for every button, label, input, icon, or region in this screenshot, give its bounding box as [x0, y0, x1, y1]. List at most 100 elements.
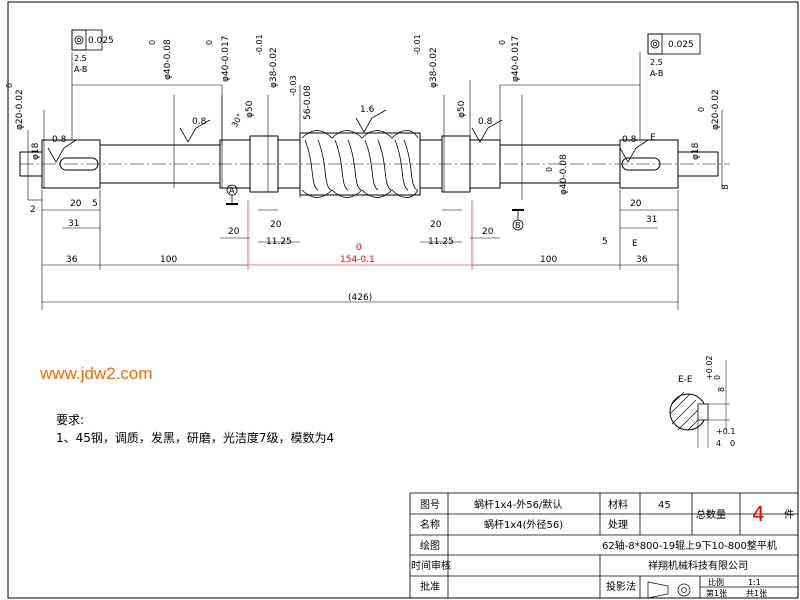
tolerance-frame-left: 0.025 2.5 A-B: [71, 29, 114, 74]
worm-shaft: [19, 132, 719, 196]
dim-20-right-b: 20: [482, 227, 494, 237]
dim-11-25-left: 11.25: [266, 237, 292, 247]
tb-name: 蜗杆1x4(外径56): [484, 518, 563, 531]
d38-left: φ38-0.02: [269, 47, 279, 88]
tb-drawing-no: 蜗杆1x4-外56/默认: [474, 498, 562, 511]
datum-b-label: B: [515, 221, 521, 230]
dim-5-right: 5: [602, 237, 608, 247]
tb-scale-label: 比例: [708, 577, 724, 587]
tb-process-label: 处理: [608, 519, 628, 531]
length-labels: 2 31 20 5 20 20 11.25 20 11.25 20 5 20 3…: [30, 133, 657, 303]
dim-100-left: 100: [160, 255, 177, 265]
section-dim-top: 8: [717, 387, 726, 392]
d38-right: φ38-0.02: [429, 47, 439, 88]
tolerance-left-datum: A-B: [74, 65, 87, 74]
tb-sheet: 第1张: [706, 588, 727, 598]
d20-right: φ20-0.02: [711, 89, 721, 130]
tb-scale: 1:1: [748, 578, 761, 587]
dim-154: 154-0.1: [340, 255, 375, 265]
title-block: [409, 492, 799, 599]
dim-36-left: 36: [66, 255, 78, 265]
projection-symbol-icon: [647, 581, 691, 599]
d38-left-upper: -0.01: [255, 34, 264, 55]
tb-name-label: 名称: [420, 518, 440, 531]
roughness-right-end: 0.8: [622, 135, 637, 145]
roughness-left-bearing: 0.8: [192, 117, 207, 127]
tb-draw-label: 绘图: [420, 539, 440, 552]
d40-left-017-upper: 0: [205, 40, 214, 45]
roughness-thread: 1.6: [360, 105, 375, 115]
dim-20-right-a: 20: [430, 220, 442, 230]
dim-426: (426): [348, 293, 372, 303]
tolerance-right-sub: 2.5: [650, 58, 663, 67]
tb-qty-label: 总数量: [696, 508, 726, 521]
datum-markers: [226, 184, 524, 231]
d40-left-017: φ40-0.017: [221, 36, 231, 82]
d40-right-017: φ40-0.017: [511, 36, 521, 82]
section-e-e: E-E 8 +0.02 0 4 0 +0.1: [669, 355, 735, 448]
tb-material-label: 材料: [608, 498, 628, 511]
section-dim-bottom: 4: [716, 439, 721, 448]
tolerance-left-sub: 2.5: [74, 54, 87, 63]
notes-line-1: 1、45钢，调质，发黑，研磨，光洁度7级，模数为4: [56, 430, 334, 445]
roughness-symbols: [47, 109, 649, 163]
d18-right: φ18: [691, 142, 701, 160]
section-dim-top-tol2: 0: [713, 375, 722, 380]
dim-20-right-c: 20: [630, 199, 642, 209]
d20-left: φ20-0.02: [15, 89, 25, 130]
drawing-border: [7, 1, 799, 599]
diameter-labels: 0 φ20-0.02 φ18 0 φ40-0.08 0 φ40-0.017 φ5…: [5, 34, 731, 195]
section-dim-top-tol: +0.02: [705, 355, 714, 380]
dim-31-left: 31: [68, 219, 79, 229]
d50-right: φ50: [457, 100, 467, 118]
section-mark-top: E: [650, 133, 656, 143]
tb-approve-label: 批准: [420, 580, 440, 593]
section-mark-bottom: E: [632, 239, 638, 249]
tolerance-right-datum: A-B: [650, 69, 663, 78]
d50-left: φ50: [245, 100, 255, 118]
tb-review-label: 时间审核: [411, 559, 451, 572]
d20-left-upper: 0: [5, 83, 14, 88]
section-dim-bottom2: 0: [730, 439, 735, 448]
roughness-left-end: 0.8: [52, 135, 67, 145]
tolerance-right-value: 0.025: [668, 40, 694, 50]
d40-mid-upper: 0: [545, 167, 554, 172]
roughness-right-bearing: 0.8: [478, 117, 493, 127]
d40-right-017-upper: 0: [498, 40, 507, 45]
dim-5-left: 5: [92, 199, 98, 209]
tb-company: 祥翔机械科技有限公司: [648, 559, 748, 572]
tb-qty-unit: 件: [784, 509, 794, 521]
section-dim-bottom-tol: +0.1: [716, 427, 735, 436]
d40-left-upper: 0: [148, 40, 157, 45]
dim-154-upper: 0: [356, 243, 362, 253]
d56: 56-0.08: [303, 85, 313, 120]
notes-title: 要求:: [56, 413, 84, 427]
dimension-lines: [27, 52, 723, 310]
tb-spec: 62轴-8*800-19辊上9下10-800整平机: [602, 539, 777, 552]
watermark-url: www.jdw2.com: [39, 364, 152, 383]
angle-30: 30°: [230, 112, 245, 129]
d20-right-upper: 0: [697, 107, 706, 112]
dim-20-left-a: 20: [70, 199, 82, 209]
tb-qty: 4: [752, 502, 765, 526]
dim-36-right: 36: [636, 255, 648, 265]
dim-2: 2: [30, 205, 36, 215]
datum-a-label: A: [229, 186, 235, 195]
tb-projection-label: 投影法: [606, 580, 636, 593]
worm-thread: [301, 130, 419, 198]
tb-drawing-no-label: 图号: [420, 499, 440, 511]
dim-11-25-right: 11.25: [428, 237, 454, 247]
d38-right-upper: -0.01: [413, 34, 422, 55]
tolerance-frame-right: 0.025 2.5 A-B: [647, 33, 701, 78]
d40-left: φ40-0.08: [163, 39, 173, 80]
tolerance-left-value: 0.025: [88, 36, 114, 46]
tb-material: 45: [658, 500, 671, 511]
d56-upper: -0.03: [289, 75, 298, 96]
dim-100-right: 100: [540, 255, 557, 265]
dim-31-right: 31: [646, 215, 657, 225]
d40-mid: φ40-0.08: [559, 154, 569, 195]
section-title: E-E: [678, 375, 693, 385]
d8-right: 8: [721, 184, 731, 190]
d18-left: φ18: [31, 142, 41, 160]
